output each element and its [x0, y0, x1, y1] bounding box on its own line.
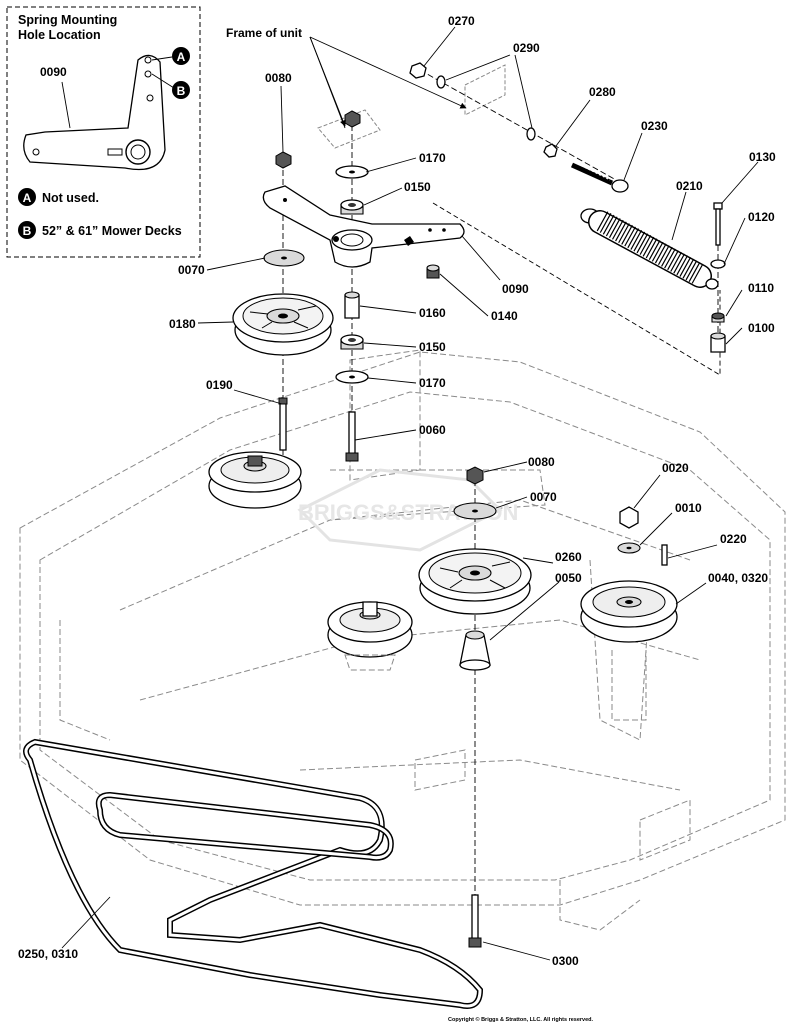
label-0060: 0060 — [419, 423, 446, 437]
label-0270: 0270 — [448, 14, 475, 28]
label-0080-top: 0080 — [265, 71, 292, 85]
bearing-0150-bottom — [340, 334, 364, 350]
label-0110: 0110 — [748, 281, 774, 295]
spacer-0160 — [344, 291, 360, 319]
belts-0250-0310 — [23, 738, 484, 1009]
bushing-0050 — [459, 630, 491, 671]
washer-0170-top — [335, 165, 369, 179]
washer-0290-top — [436, 75, 446, 89]
washer-0070-right — [453, 502, 497, 520]
label-0120: 0120 — [748, 210, 775, 224]
label-0170-top: 0170 — [419, 151, 446, 165]
pulley-0180 — [232, 293, 334, 356]
nut-0140 — [426, 264, 440, 279]
bolt-0190 — [278, 397, 288, 451]
bolt-0060 — [345, 411, 359, 462]
eyebolt-0230 — [570, 161, 629, 193]
label-0090: 0090 — [502, 282, 529, 296]
legend-a-text: Not used. — [42, 191, 99, 205]
nut-0020 — [619, 506, 639, 529]
label-0070-right: 0070 — [530, 490, 557, 504]
washer-0070-left — [263, 249, 305, 267]
label-0170-bottom: 0170 — [419, 376, 446, 390]
label-0140: 0140 — [491, 309, 518, 323]
bolt-0130 — [713, 202, 723, 246]
label-0210: 0210 — [676, 179, 703, 193]
spindle-pulley-center — [327, 601, 413, 671]
frame-bracket — [317, 64, 506, 149]
inset-part-label: 0090 — [40, 65, 67, 79]
label-0300: 0300 — [552, 954, 579, 968]
legend-a-badge — [18, 188, 36, 206]
spindle-pulley-left — [208, 451, 302, 509]
nut-0080-top — [344, 110, 361, 128]
nut-0280 — [543, 143, 558, 158]
svg-text:B: B — [23, 224, 32, 238]
bearing-0150-top — [340, 199, 364, 215]
bolt-0300 — [468, 894, 482, 948]
label-0180: 0180 — [169, 317, 196, 331]
svg-text:A: A — [177, 50, 186, 64]
label-0250-0310: 0250, 0310 — [18, 947, 78, 961]
callout-labels: Frame of unit 0270 0290 0280 0230 0080 0… — [18, 14, 776, 968]
marker-a-badge — [172, 47, 190, 65]
svg-text:A: A — [23, 191, 32, 205]
svg-text:B: B — [177, 84, 186, 98]
label-0050: 0050 — [555, 571, 582, 585]
copyright-notice: Copyright © Briggs & Stratton, LLC. All … — [448, 1016, 594, 1023]
label-0220: 0220 — [720, 532, 747, 546]
idler-arm-0090 — [262, 185, 465, 268]
spring-mounting-inset: Spring Mounting Hole Location 0090 A B A… — [6, 6, 201, 258]
spring-0210 — [580, 208, 719, 290]
marker-b-badge — [172, 81, 190, 99]
label-0040-0320: 0040, 0320 — [708, 571, 768, 585]
legend-b-text: 52” & 61” Mower Decks — [42, 224, 182, 238]
label-0100: 0100 — [748, 321, 775, 335]
washer-0120 — [710, 259, 726, 269]
label-0150-top: 0150 — [404, 180, 431, 194]
label-0230: 0230 — [641, 119, 668, 133]
spacer-0100 — [710, 332, 726, 353]
label-0080-right: 0080 — [528, 455, 555, 469]
legend-b-badge — [18, 221, 36, 239]
washer-0010 — [617, 542, 641, 554]
label-0070-left: 0070 — [178, 263, 205, 277]
label-0130: 0130 — [749, 150, 776, 164]
label-0260: 0260 — [555, 550, 582, 564]
nut-0080-right — [466, 466, 484, 485]
nut-0270 — [409, 62, 427, 79]
label-0010: 0010 — [675, 501, 702, 515]
label-0290: 0290 — [513, 41, 540, 55]
inset-title-line1: Spring Mounting — [18, 13, 117, 27]
pulley-0260 — [418, 548, 532, 615]
label-0150-bottom: 0150 — [419, 340, 446, 354]
label-0020: 0020 — [662, 461, 689, 475]
washer-0290-low — [526, 127, 536, 141]
washer-0170-bottom — [335, 370, 369, 384]
label-frame-of-unit: Frame of unit — [226, 26, 302, 40]
pulley-0040-0320 — [580, 580, 678, 721]
inset-title-line2: Hole Location — [18, 28, 101, 42]
mower-deck-outline — [19, 349, 786, 931]
label-0160: 0160 — [419, 306, 446, 320]
label-0280: 0280 — [589, 85, 616, 99]
nut-0110 — [711, 312, 725, 323]
key-0220 — [661, 544, 668, 566]
nut-0080-left — [275, 151, 292, 169]
label-0190: 0190 — [206, 378, 233, 392]
